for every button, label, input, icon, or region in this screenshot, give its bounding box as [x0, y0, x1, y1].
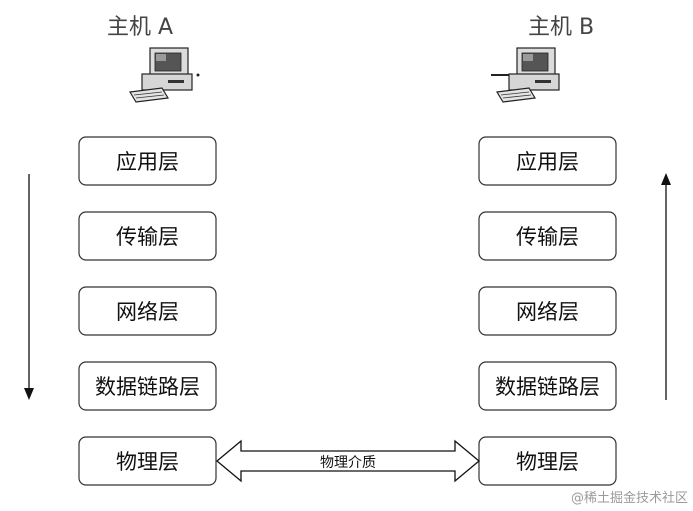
layer-box-data-link: 数据链路层 [478, 361, 617, 411]
layer-label: 传输层 [516, 225, 579, 249]
layer-label: 数据链路层 [495, 375, 600, 399]
host-b-layer-stack: 应用层 传输层 网络层 数据链路层 物理层 [478, 136, 617, 486]
layer-box-network: 网络层 [478, 286, 617, 336]
layer-label: 应用层 [516, 150, 579, 174]
layer-box-application: 应用层 [478, 136, 617, 186]
computer-icon [491, 47, 560, 103]
layer-box-data-link: 数据链路层 [78, 361, 217, 411]
layer-box-network: 网络层 [78, 286, 217, 336]
layer-label: 物理层 [516, 450, 579, 474]
layer-label: 网络层 [516, 300, 579, 324]
layer-box-physical: 物理层 [78, 436, 217, 486]
arrow-up-icon [661, 173, 671, 400]
host-a-title: 主机 A [107, 15, 173, 40]
arrow-down-icon [24, 174, 34, 400]
layer-box-application: 应用层 [78, 136, 217, 186]
layer-label: 网络层 [116, 300, 179, 324]
layer-label: 传输层 [116, 225, 179, 249]
layer-label: 应用层 [116, 150, 179, 174]
layer-box-transport: 传输层 [478, 211, 617, 261]
layer-label: 物理层 [116, 450, 179, 474]
computer-icon [129, 47, 200, 103]
physical-medium-label: 物理介质 [320, 455, 376, 471]
layer-box-transport: 传输层 [78, 211, 217, 261]
layer-box-physical: 物理层 [478, 436, 617, 486]
layer-label: 数据链路层 [95, 375, 200, 399]
watermark: @稀土掘金技术社区 [571, 490, 688, 506]
host-b-title: 主机 B [528, 15, 594, 40]
double-arrow-icon: 物理介质 [215, 439, 481, 483]
host-a-layer-stack: 应用层 传输层 网络层 数据链路层 物理层 [78, 136, 217, 486]
